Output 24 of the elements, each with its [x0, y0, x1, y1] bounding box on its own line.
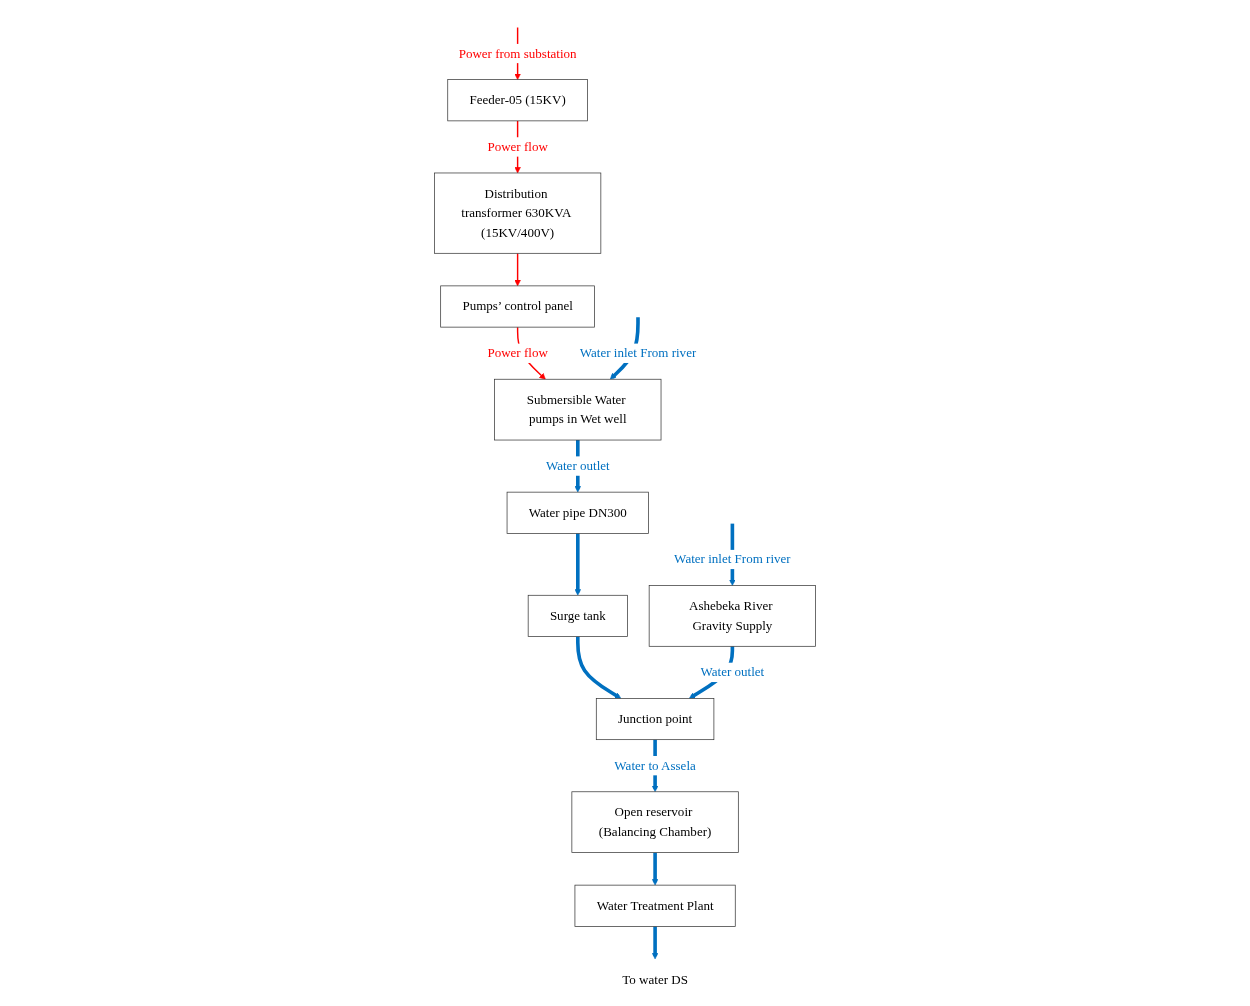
- node-text: To water DS: [622, 971, 688, 987]
- edge-label: Power flow: [487, 139, 548, 154]
- arrow: [576, 636, 622, 699]
- edge-label: Water outlet: [700, 664, 765, 680]
- edge-label: Water inlet From river: [579, 345, 697, 361]
- node-box: Water pipe DN300: [506, 491, 649, 534]
- edge-label: Water inlet From river: [674, 551, 791, 567]
- node-box: Junction point: [595, 698, 715, 740]
- node-box: Pumps’ control panel: [440, 285, 595, 328]
- arrow: [574, 533, 581, 596]
- node-box: Distribution transformer 630KVA (15KV/400V): [434, 172, 602, 254]
- arrow: [651, 926, 659, 960]
- arrow: [651, 852, 659, 886]
- node-box: Submersible Water pumps in Wet well: [494, 378, 662, 441]
- arrow: [514, 252, 521, 287]
- edge-label: Water to Assela: [614, 758, 696, 773]
- node-box: Surge tank: [527, 594, 628, 637]
- edge-label: Power from substation: [458, 45, 577, 61]
- node-box: Water Treatment Plant: [574, 884, 736, 927]
- node-box: Open reservoir (Balancing Chamber): [571, 791, 739, 853]
- node-box: Ashebeka River Gravity Supply: [648, 585, 816, 647]
- edge-label: Power flow: [487, 345, 548, 361]
- node-box: Feeder-05 (15KV): [447, 79, 588, 122]
- edge-label: Water outlet: [545, 458, 610, 473]
